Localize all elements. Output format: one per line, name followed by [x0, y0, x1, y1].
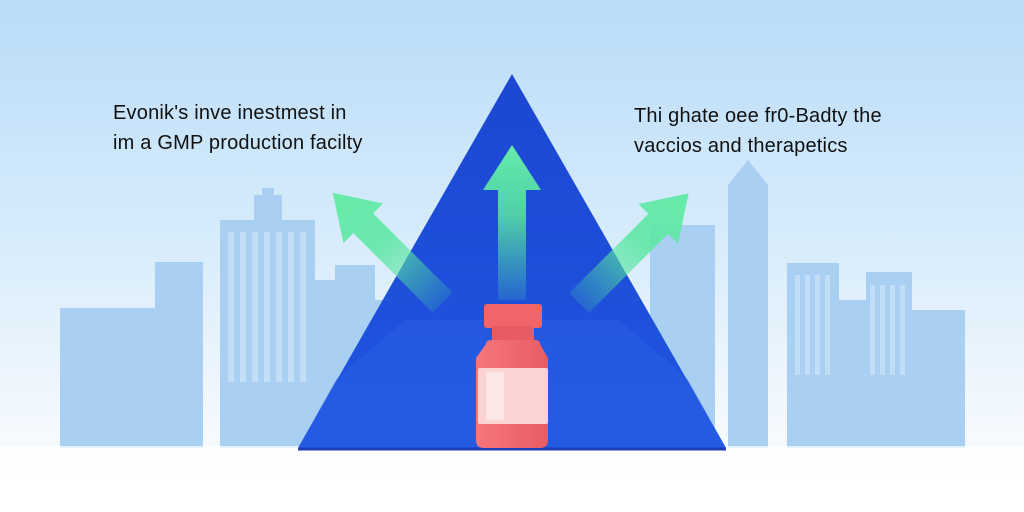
- caption-right-line-2: vaccios and therapetics: [634, 135, 848, 157]
- caption-right: Thi ghate oee fr0-Badty the vaccios and …: [634, 101, 882, 161]
- caption-right-line-1: Thi ghate oee fr0-Badty the: [634, 105, 882, 127]
- skyline-left-windows: [228, 232, 306, 382]
- ground: [0, 446, 1024, 512]
- growth-arrow-icon: [332, 145, 689, 313]
- caption-left-line-1: Evonik's inve inestmest in: [113, 102, 347, 124]
- skyline-right-windows: [795, 275, 905, 375]
- caption-left-line-2: im a GMP production facilty: [113, 132, 363, 154]
- caption-left: Evonik's inve inestmest in im a GMP prod…: [113, 98, 363, 158]
- medicine-vial-icon: [476, 304, 548, 448]
